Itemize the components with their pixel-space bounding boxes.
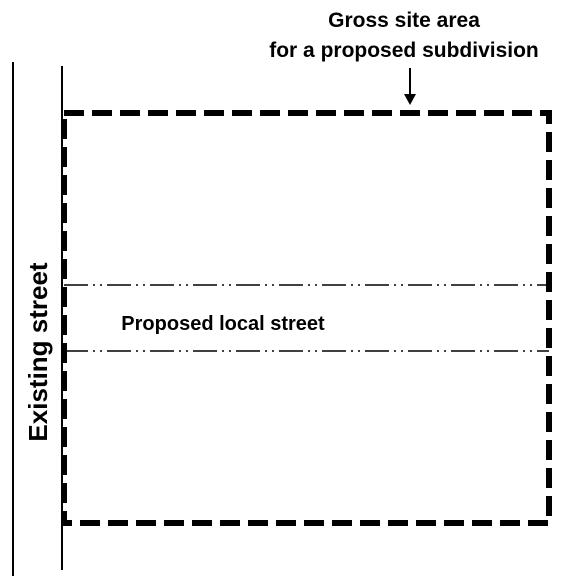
local-street-label: Proposed local street — [121, 313, 325, 335]
gross-site-label-line2: for a proposed subdivision — [269, 39, 539, 62]
existing-street-label: Existing street — [23, 262, 53, 442]
gross-site-arrow-head — [404, 94, 416, 105]
gross-site-label-line1: Gross site area — [328, 9, 480, 32]
gross-site-boundary — [61, 110, 552, 526]
